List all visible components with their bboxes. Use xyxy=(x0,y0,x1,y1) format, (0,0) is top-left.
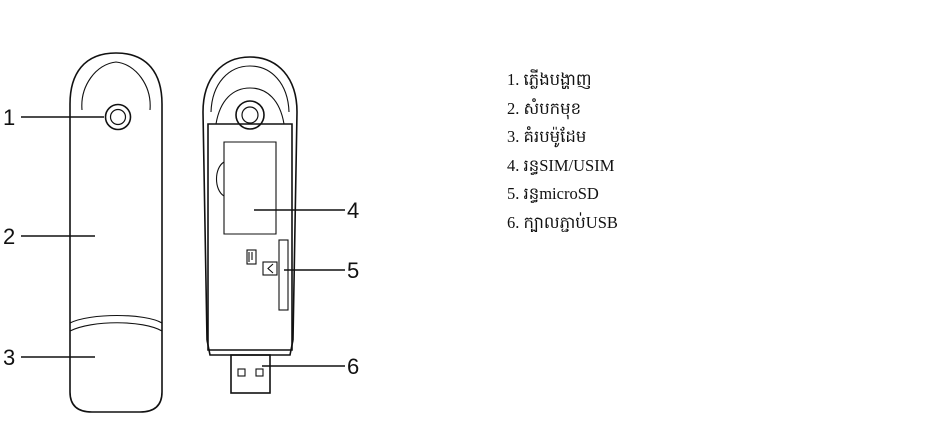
inner-tray xyxy=(207,123,293,351)
callout-number-2: 2 xyxy=(3,224,15,249)
callout-number-5: 5 xyxy=(347,258,359,283)
legend-number: 2. xyxy=(507,98,520,118)
legend-number: 4. xyxy=(507,155,520,175)
legend-label: ភ្លើងបង្ហាញ xyxy=(523,70,592,89)
legend-number: 6. xyxy=(507,212,520,232)
legend-label: រន្ធSIM/USIM xyxy=(523,155,615,175)
front-inner-edge xyxy=(81,61,151,111)
legend-item-6: 6. ក្បាលភ្ជាប់USB xyxy=(507,209,618,238)
parts-legend: 1. ភ្លើងបង្ហាញ 2. សំបកមុខ 3. គំរបម៉ូដែម … xyxy=(507,66,618,238)
cover-seam-inner xyxy=(69,322,163,332)
cap-arc xyxy=(215,87,285,125)
modem-front-body xyxy=(69,52,163,413)
legend-item-4: 4. រន្ធSIM/USIM xyxy=(507,152,618,181)
indicator-light-icon xyxy=(104,103,132,131)
callout-number-4: 4 xyxy=(347,198,359,223)
microsd-arrow-icon xyxy=(267,263,274,274)
legend-item-5: 5. រន្ធmicroSD xyxy=(507,180,618,209)
modem-open-view xyxy=(202,56,298,394)
modem-open-shell xyxy=(202,56,298,341)
microsd-card xyxy=(262,261,278,276)
modem-front-view xyxy=(69,52,163,413)
legend-label: រន្ធmicroSD xyxy=(523,184,599,204)
callout-number-6: 6 xyxy=(347,354,359,379)
sim-slot xyxy=(223,141,277,235)
legend-item-3: 3. គំរបម៉ូដែម xyxy=(507,123,618,152)
legend-number: 3. xyxy=(507,127,520,147)
sim-symbol-corner xyxy=(248,252,253,262)
indicator-light-icon-open xyxy=(235,100,265,130)
microsd-slot xyxy=(278,239,289,311)
callout-number-3: 3 xyxy=(3,345,15,370)
legend-label: គំរបម៉ូដែម xyxy=(523,127,587,147)
sim-symbol-icon xyxy=(246,249,257,265)
callout-number-1: 1 xyxy=(3,105,15,130)
legend-item-1: 1. ភ្លើងបង្ហាញ xyxy=(507,66,618,95)
usb-pin-right xyxy=(255,368,264,377)
legend-number: 1. xyxy=(507,70,520,89)
sim-slot-notch xyxy=(215,161,225,197)
legend-item-2: 2. សំបកមុខ xyxy=(507,95,618,124)
usb-connector xyxy=(230,354,271,394)
legend-label: ក្បាលភ្ជាប់USB xyxy=(523,212,618,232)
shell-inner-edge xyxy=(210,65,290,113)
modem-open-lower xyxy=(206,339,294,356)
cover-seam xyxy=(69,314,163,324)
usb-pin-left xyxy=(237,368,246,377)
legend-label: សំបកមុខ xyxy=(523,98,582,118)
legend-number: 5. xyxy=(507,184,520,204)
